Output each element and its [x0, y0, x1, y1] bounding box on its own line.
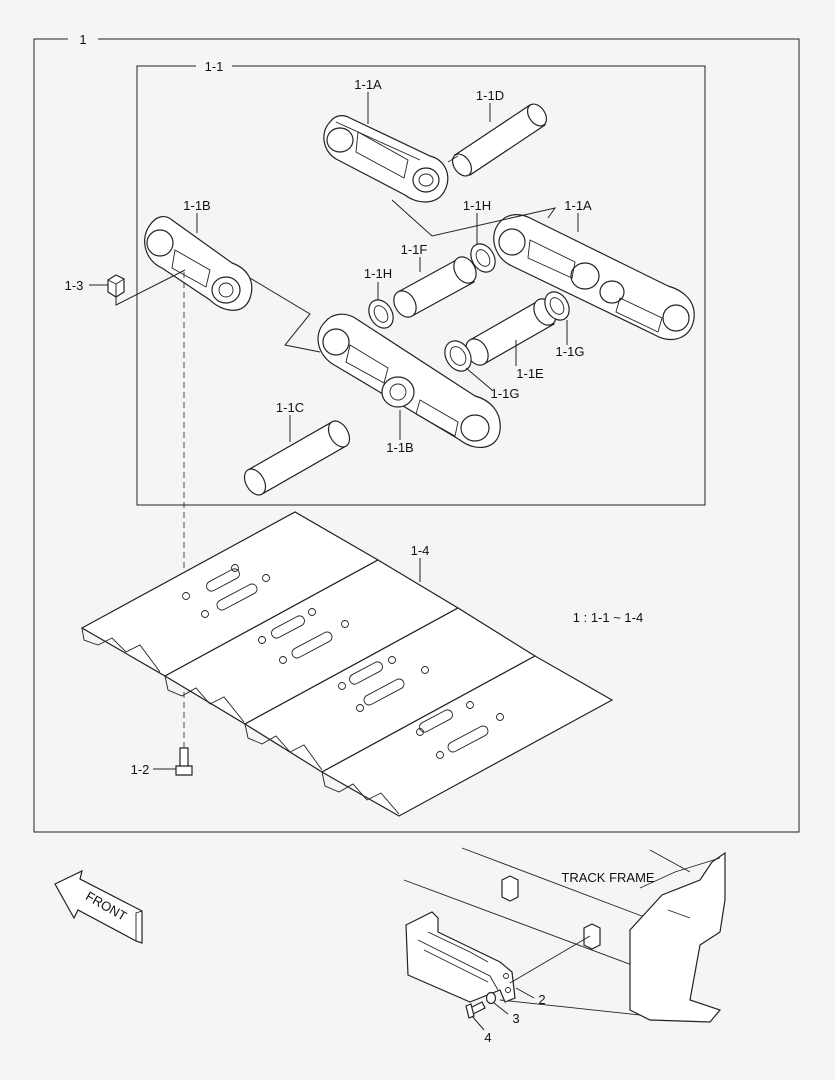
- bottom-callouts: 2 3 4: [484, 992, 545, 1045]
- callout-1-2: 1-2: [131, 762, 150, 777]
- callout-1-1a-right: 1-1A: [564, 198, 592, 213]
- callout-1-1a-top: 1-1A: [354, 77, 382, 92]
- washer-3: [485, 991, 497, 1005]
- track-guard-2: [405, 911, 591, 1003]
- link-1-1b-lower: [317, 313, 501, 448]
- track-frame-label: TRACK FRAME: [561, 870, 655, 885]
- link-1-1b-left: [144, 215, 253, 311]
- callout-1-1h-upper: 1-1H: [463, 198, 491, 213]
- callout-4: 4: [484, 1030, 491, 1045]
- seal-1-1h-lower: [368, 299, 394, 329]
- frame-mounting-blocks: [501, 875, 601, 950]
- callout-1-1g-right: 1-1G: [556, 344, 585, 359]
- callout-1-1b-lower: 1-1B: [386, 440, 413, 455]
- link-assembly-frame: 1-1: [136, 59, 706, 506]
- callout-1-1c: 1-1C: [276, 400, 304, 415]
- callout-1-1e: 1-1E: [516, 366, 544, 381]
- bushing-1-1f: [393, 256, 477, 318]
- guard-bolt-4: [465, 1001, 486, 1019]
- callout-1-1h-lower: 1-1H: [364, 266, 392, 281]
- link-1-1a-top: [323, 115, 449, 203]
- callout-assembly: 1: [79, 32, 86, 47]
- seal-1-1g-lower: [444, 340, 472, 372]
- pin-1-1d: [447, 103, 548, 177]
- seal-1-1g-right: [544, 291, 570, 321]
- callout-1-1f: 1-1F: [401, 242, 428, 257]
- callout-1-1g-lower: 1-1G: [491, 386, 520, 401]
- assembly-frame: 1: [33, 32, 800, 833]
- callout-link-assembly: 1-1: [205, 59, 224, 74]
- pin-1-1c: [243, 420, 351, 496]
- callout-3: 3: [512, 1011, 519, 1026]
- callout-1-3: 1-3: [65, 278, 84, 293]
- track-shoes-1-4: [80, 511, 614, 817]
- callout-1-4: 1-4: [411, 543, 430, 558]
- callout-2: 2: [538, 992, 545, 1007]
- bolt-1-2: [153, 747, 193, 776]
- track-frame: TRACK FRAME: [403, 847, 726, 1023]
- callout-labels: 1-1A 1-1D 1-1B 1-1H 1-1A 1-1F 1-1H 1-3 1…: [65, 77, 644, 777]
- range-note: 1 : 1-1 ~ 1-4: [573, 610, 643, 625]
- callout-1-1d: 1-1D: [476, 88, 504, 103]
- bottom-leader-lines: [471, 987, 535, 1031]
- callout-1-1b-left: 1-1B: [183, 198, 210, 213]
- leader-lines: [89, 92, 579, 582]
- link-1-1a-right: [493, 214, 695, 340]
- seal-1-1h-upper: [470, 243, 496, 273]
